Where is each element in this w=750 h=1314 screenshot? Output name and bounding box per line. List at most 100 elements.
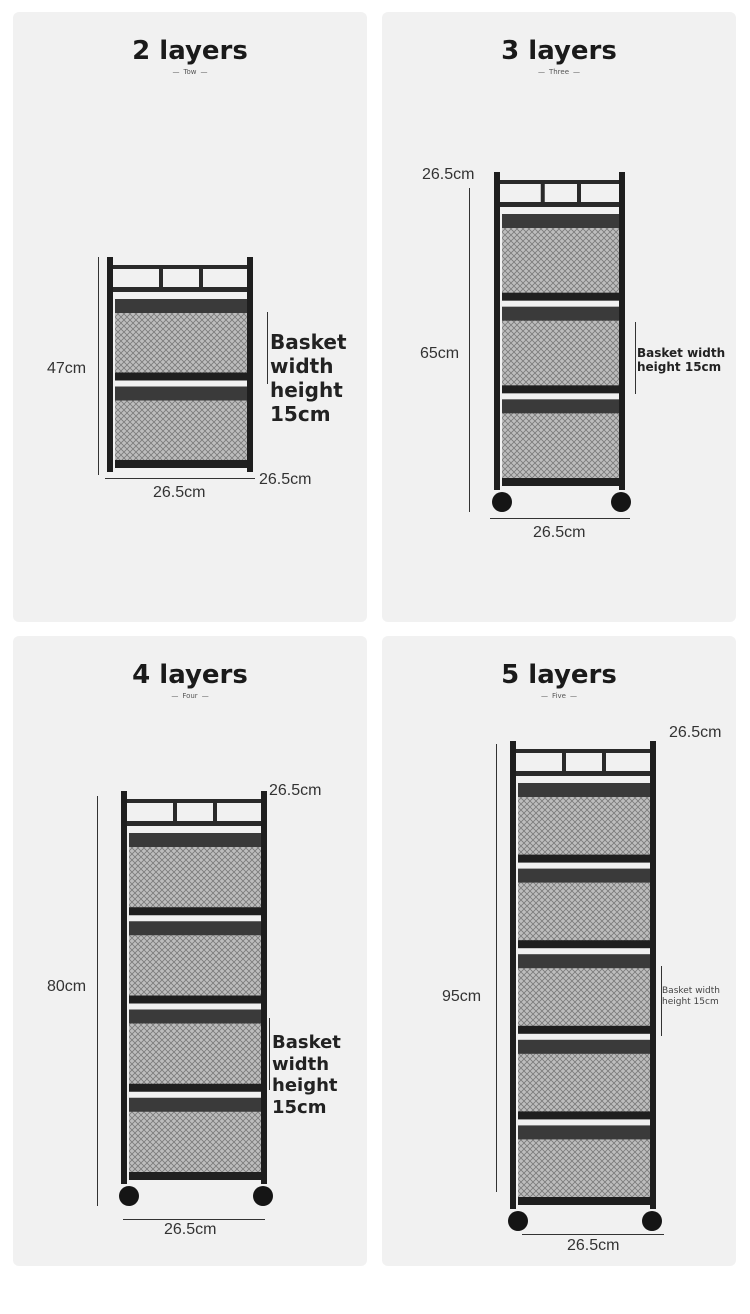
rack-illustration bbox=[107, 257, 253, 472]
basket-front bbox=[129, 1097, 263, 1112]
basket-mesh bbox=[518, 1043, 650, 1116]
basket-front bbox=[502, 214, 621, 228]
panel-subtitle: Tow bbox=[13, 68, 367, 76]
basket-note-line2: 15cm bbox=[272, 1096, 327, 1118]
basket-bottom bbox=[129, 1172, 261, 1180]
basket-bottom bbox=[115, 372, 247, 381]
basket-mesh bbox=[129, 837, 261, 912]
width-dimension-line bbox=[522, 1234, 664, 1235]
basket-mesh bbox=[518, 872, 650, 945]
top-shelf bbox=[127, 821, 262, 826]
basket-front bbox=[518, 868, 652, 883]
basket-front bbox=[518, 1039, 652, 1054]
basket-note-line2: height 15cm bbox=[662, 996, 719, 1007]
handle-post bbox=[173, 799, 177, 825]
left-upright bbox=[107, 257, 113, 472]
top-rail bbox=[127, 799, 262, 803]
basket-note-line1: Basket width height bbox=[272, 1032, 341, 1097]
caster-wheel bbox=[508, 1211, 528, 1231]
rack-illustration bbox=[508, 741, 662, 1231]
basket-mesh bbox=[129, 1013, 261, 1088]
panel-4-layers: 4 layers Four 80cm 26.5cm 26.5cm Basket … bbox=[13, 636, 367, 1266]
rack-illustration bbox=[492, 172, 631, 512]
caster-wheel bbox=[119, 1186, 139, 1206]
right-upright bbox=[619, 172, 625, 490]
basket-height-bracket bbox=[661, 966, 662, 1036]
width-label: 26.5cm bbox=[164, 1221, 217, 1238]
basket-height-bracket bbox=[635, 322, 636, 394]
width-label: 26.5cm bbox=[567, 1237, 620, 1254]
basket-front bbox=[115, 299, 249, 313]
basket-bottom bbox=[502, 478, 619, 486]
basket-height-bracket bbox=[267, 312, 268, 384]
basket-note: Basket width height 15cm bbox=[270, 330, 367, 426]
basket-height-bracket bbox=[269, 1018, 270, 1090]
basket-mesh bbox=[115, 303, 247, 377]
handle-post bbox=[540, 180, 545, 206]
top-shelf bbox=[113, 287, 248, 292]
height-label: 80cm bbox=[47, 978, 87, 995]
panel-2-layers: 2 layers Tow 47cm 26.5cm 26.5cm Basket w… bbox=[13, 12, 367, 622]
basket-note-line1: Basket width bbox=[270, 330, 347, 378]
basket-note: Basket width height 15cm bbox=[662, 986, 720, 1008]
top-rail bbox=[516, 749, 651, 753]
top-rail bbox=[113, 265, 248, 269]
basket-bottom bbox=[129, 907, 261, 916]
basket-note-line1: Basket width bbox=[662, 986, 721, 996]
basket-note: Basket width height 15cm bbox=[637, 346, 725, 375]
basket-bottom bbox=[129, 995, 261, 1004]
basket-front bbox=[129, 921, 263, 936]
basket-front bbox=[115, 386, 249, 401]
height-label: 95cm bbox=[442, 988, 482, 1005]
basket-front bbox=[502, 399, 621, 414]
left-upright bbox=[494, 172, 500, 490]
left-upright bbox=[510, 741, 516, 1209]
basket-bottom bbox=[518, 1197, 650, 1205]
handle-post bbox=[213, 799, 217, 825]
width-dimension-line bbox=[123, 1219, 265, 1220]
rack-illustration bbox=[119, 791, 273, 1206]
width-dimension-line bbox=[105, 478, 255, 479]
panel-3-layers: 3 layers Three 65cm 26.5cm 26.5cm Basket… bbox=[382, 12, 736, 622]
panel-subtitle: Five bbox=[382, 692, 736, 700]
panel-title: 3 layers bbox=[501, 36, 617, 66]
top-rail bbox=[500, 180, 620, 184]
height-dimension-line bbox=[97, 796, 98, 1206]
top-shelf bbox=[500, 202, 620, 207]
panel-title: 5 layers bbox=[501, 660, 617, 690]
basket-mesh bbox=[502, 403, 619, 482]
basket-bottom bbox=[518, 1111, 650, 1120]
panel-subtitle: Three bbox=[382, 68, 736, 76]
basket-note-line1: Basket width bbox=[637, 346, 726, 360]
basket-front bbox=[502, 306, 621, 321]
height-label: 65cm bbox=[420, 345, 460, 362]
basket-mesh bbox=[502, 310, 619, 390]
basket-front bbox=[518, 783, 652, 797]
panel-title: 4 layers bbox=[132, 660, 248, 690]
panel-subtitle: Four bbox=[13, 692, 367, 700]
right-upright bbox=[650, 741, 656, 1209]
caster-wheel bbox=[253, 1186, 273, 1206]
basket-bottom bbox=[518, 940, 650, 949]
basket-mesh bbox=[518, 1129, 650, 1201]
height-dimension-line bbox=[496, 744, 497, 1192]
width-dimension-line bbox=[490, 518, 630, 519]
basket-front bbox=[518, 954, 652, 969]
handle-post bbox=[577, 180, 581, 206]
handle-post bbox=[199, 265, 203, 291]
basket-mesh bbox=[518, 958, 650, 1030]
basket-mesh bbox=[502, 218, 619, 297]
basket-mesh bbox=[115, 390, 247, 464]
caster-wheel bbox=[492, 492, 512, 512]
right-upright bbox=[247, 257, 253, 472]
basket-bottom bbox=[502, 385, 619, 394]
left-upright bbox=[121, 791, 127, 1184]
basket-note: Basket width height 15cm bbox=[272, 1032, 367, 1118]
basket-mesh bbox=[129, 925, 261, 1000]
basket-mesh bbox=[129, 1101, 261, 1176]
width-label: 26.5cm bbox=[533, 524, 586, 541]
top-shelf bbox=[516, 771, 651, 776]
caster-wheel bbox=[611, 492, 631, 512]
handle-post bbox=[602, 749, 606, 775]
basket-front bbox=[129, 833, 263, 847]
